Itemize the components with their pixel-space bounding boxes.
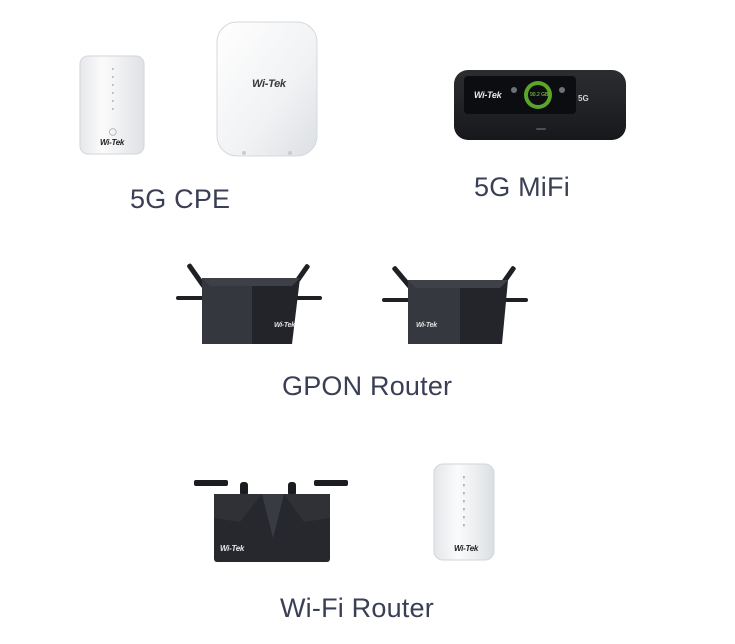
gpon-router-device-1: Wi-Tek [174,256,324,348]
mifi-screen-usage: 90.2 GB [530,92,549,98]
category-label-5g-cpe: 5G CPE [130,184,231,214]
cpe-tower-device: Wi-Tek [78,54,146,156]
brand-logo: Wi-Tek [252,78,286,90]
mifi-screen-5g-badge: 5G [578,94,589,103]
brand-logo: Wi-Tek [100,138,125,147]
brand-logo: Wi-Tek [274,322,295,329]
mifi-device: Wi-Tek 90.2 GB 5G [452,68,628,142]
brand-logo: Wi-Tek [454,544,479,553]
category-label-gpon-router: GPON Router [282,371,453,401]
brand-logo: Wi-Tek [220,544,245,553]
brand-logo: Wi-Tek [416,322,437,329]
wifi-router-white-tower-device: Wi-Tek [432,462,496,562]
category-label-5g-mifi: 5G MiFi [474,172,570,202]
cpe-outdoor-device: Wi-Tek [214,20,320,160]
category-label-wifi-router: Wi-Fi Router [280,593,434,623]
brand-logo: Wi-Tek [474,90,502,100]
wifi-router-black-device: Wi-Tek [192,478,350,564]
gpon-router-device-2: Wi-Tek [380,258,530,348]
